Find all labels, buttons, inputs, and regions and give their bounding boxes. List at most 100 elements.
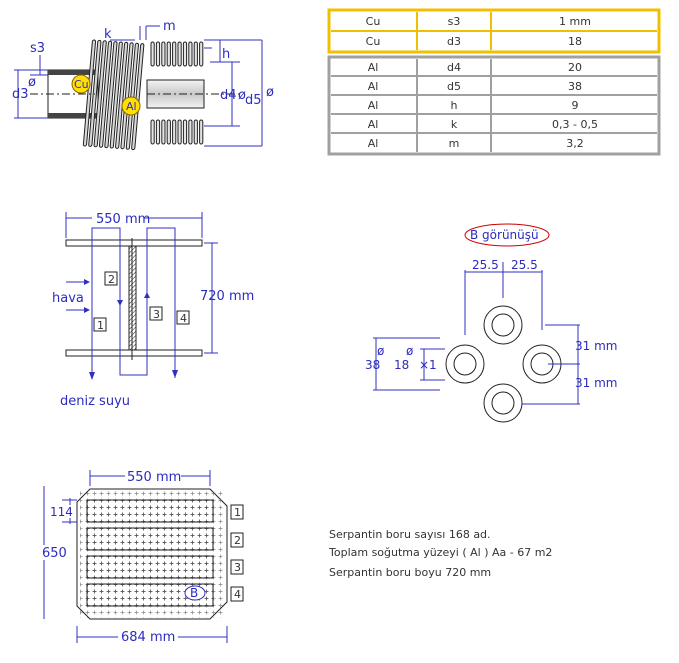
width-550-label: 550 mm — [96, 212, 150, 227]
fin-stub — [193, 119, 198, 145]
notes: Serpantin boru sayısı 168 ad. Toplam soğ… — [328, 528, 552, 579]
dia-symbol-s3: ø — [28, 75, 36, 90]
table-cell: Al — [368, 61, 379, 74]
cu-marker — [71, 74, 91, 94]
air-label: hava — [52, 291, 84, 306]
row-box-1 — [230, 504, 244, 520]
fin — [98, 40, 113, 148]
label-k: k — [104, 27, 112, 42]
bottom-plate — [65, 349, 203, 357]
al-table-border — [327, 55, 661, 156]
b-view-ellipse — [464, 223, 550, 247]
label-d3: d3 — [12, 87, 29, 102]
fin-stub — [188, 119, 193, 145]
seawater-label: deniz suyu — [60, 394, 130, 409]
row-box-4 — [230, 586, 244, 602]
fin-stub — [155, 119, 161, 145]
fin-stub — [172, 119, 177, 145]
row-4 — [86, 583, 214, 607]
svg-text:3: 3 — [153, 308, 160, 321]
fin — [93, 40, 107, 148]
box-3 — [149, 306, 163, 321]
height-650-label: 650 — [42, 546, 67, 561]
table-cell: Cu — [366, 35, 381, 48]
table-cell: Al — [368, 99, 379, 112]
fin — [115, 41, 129, 149]
table-cell: s3 — [448, 15, 461, 28]
fin-stub — [161, 119, 166, 145]
box-2 — [104, 271, 118, 286]
label-d4: d4 — [220, 88, 237, 103]
b-marker-label: B — [190, 586, 198, 600]
table-cell: k — [451, 118, 458, 131]
table-cell: 9 — [572, 99, 579, 112]
table-cell: d4 — [447, 61, 461, 74]
table-cell: d5 — [447, 80, 461, 93]
al-tube-core — [146, 79, 205, 109]
dia-38-label: 38 — [365, 358, 380, 372]
top-plate — [65, 239, 203, 247]
fin-stub — [182, 41, 188, 67]
b-view: B görünüşü 25.5 25.5 ø 38 ø 18 ×1 31 mm … — [365, 223, 617, 423]
fin-stub — [199, 119, 204, 145]
al-marker — [121, 96, 141, 116]
width-684-label: 684 mm — [121, 630, 175, 645]
fin — [88, 39, 102, 147]
row-2 — [86, 527, 214, 551]
dia-symbol-18: ø — [406, 344, 413, 358]
table-cell: h — [451, 99, 458, 112]
fin-stub — [155, 41, 161, 67]
cu-tube-wall-bottom — [48, 113, 98, 118]
fin-stub — [199, 41, 204, 67]
b-view-title: B görünüşü — [470, 228, 539, 242]
table-cell: 18 — [568, 35, 582, 48]
table-cell: Al — [368, 118, 379, 131]
label-s3: s3 — [30, 41, 45, 56]
fin-stub — [161, 41, 166, 67]
wall-1-label: ×1 — [419, 358, 437, 372]
table-cell: 1 mm — [559, 15, 591, 28]
fin-stub — [150, 41, 155, 67]
label-m: m — [163, 19, 176, 34]
cu-marker-label: Cu — [74, 78, 89, 91]
b-marker — [184, 585, 206, 601]
height-114-label: 114 — [50, 505, 73, 519]
fin-stub — [166, 41, 171, 67]
table-cell: m — [449, 137, 460, 150]
fin — [120, 42, 134, 150]
pitch-right-label: 25.5 — [511, 258, 538, 272]
fin-stub — [166, 119, 171, 145]
table-cell: 20 — [568, 61, 582, 74]
table-cell: 3,2 — [566, 137, 584, 150]
finned-tube-section: s3 ø d3 k m h ø d4 d5 ø Cu Al — [12, 19, 274, 151]
note-cooling-surface: Toplam soğutma yüzeyi ( Al ) Aa - 67 m2 — [328, 546, 552, 559]
svg-text:4: 4 — [180, 312, 187, 325]
table-cell: Al — [368, 80, 379, 93]
fin-stub — [177, 119, 182, 145]
fin — [131, 43, 145, 151]
tube-circles — [445, 305, 562, 423]
side-view: 550 mm 720 mm hava deniz suyu 1 2 3 4 — [52, 212, 254, 409]
svg-text:3: 3 — [234, 561, 241, 574]
table-cell: Al — [368, 137, 379, 150]
dia-symbol-d5: ø — [266, 85, 274, 100]
fin — [125, 42, 139, 150]
fin — [109, 41, 123, 149]
row-1 — [86, 499, 214, 523]
height-720-label: 720 mm — [200, 289, 254, 304]
fin — [82, 39, 97, 147]
fin-stub — [193, 41, 198, 67]
svg-text:1: 1 — [234, 506, 241, 519]
al-marker-label: Al — [126, 100, 137, 113]
svg-text:2: 2 — [234, 534, 241, 547]
fin-stub — [177, 41, 182, 67]
box-1 — [93, 317, 107, 332]
dia-symbol-d4: ø — [238, 88, 246, 103]
box-4 — [176, 310, 190, 325]
row-3 — [86, 555, 214, 579]
dim-31-a-label: 31 mm — [575, 339, 617, 353]
table-cell: 0,3 - 0,5 — [552, 118, 598, 131]
